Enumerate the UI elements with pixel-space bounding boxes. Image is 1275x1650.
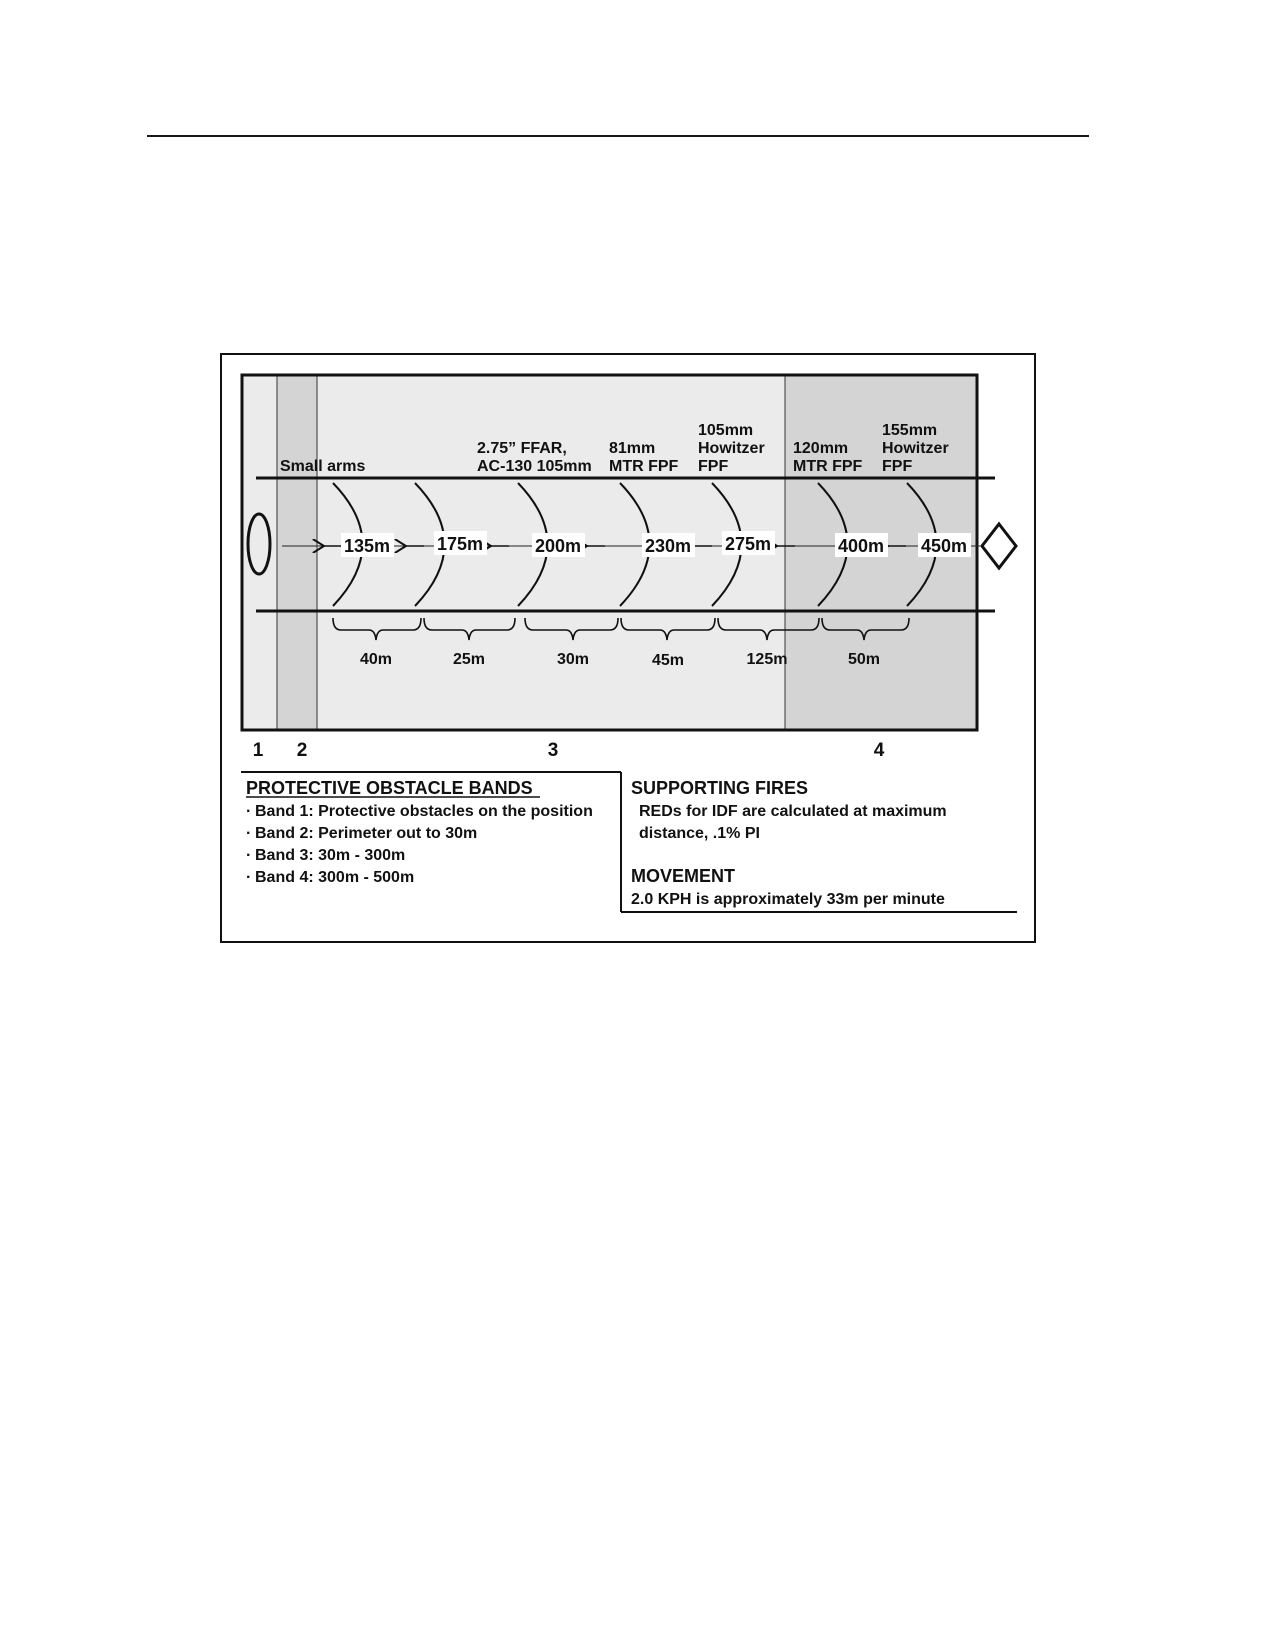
svg-text:450m: 450m xyxy=(921,536,967,556)
caption-line: FPF xyxy=(882,458,912,475)
legend-fires-line: distance, .1% PI xyxy=(639,825,760,842)
bands-border xyxy=(240,373,979,732)
caption-line: AC-130 105mm xyxy=(477,458,592,475)
distance-label: 400m xyxy=(835,533,888,557)
gap-brace xyxy=(332,617,422,641)
caption-line: 105mm xyxy=(698,422,753,439)
band-number: 4 xyxy=(874,740,885,761)
legend-fires-line: REDs for IDF are calculated at maximum xyxy=(639,803,947,820)
legend-fires-title: SUPPORTING FIRES xyxy=(631,778,808,798)
caption-line: 120mm xyxy=(793,440,848,457)
legend-movement: MOVEMENT 2.0 KPH is approximately 33m pe… xyxy=(631,866,945,908)
svg-text:135m: 135m xyxy=(344,536,390,556)
band-number: 3 xyxy=(548,740,559,761)
caption-line: Small arms xyxy=(280,458,365,475)
legend-item-text: Band 3: 30m - 300m xyxy=(255,847,405,864)
distance-label: 135m xyxy=(341,533,394,557)
band-2-area xyxy=(277,375,317,730)
svg-text:400m: 400m xyxy=(838,536,884,556)
legend-item: · xyxy=(246,803,251,820)
legend-item: · xyxy=(246,847,251,864)
svg-text:275m: 275m xyxy=(725,534,771,554)
gap-label: 125m xyxy=(747,651,788,668)
caption-small-arms: Small arms xyxy=(280,458,365,475)
legend-item: · xyxy=(246,825,251,842)
caption-line: 2.75” FFAR, xyxy=(477,440,567,457)
caption-81mm: 81mm MTR FPF xyxy=(609,440,679,475)
legend-movement-title: MOVEMENT xyxy=(631,866,735,886)
gap-brace xyxy=(717,617,820,641)
legend-movement-text: 2.0 KPH is approximately 33m per minute xyxy=(631,891,945,908)
legend-item-text: Band 2: Perimeter out to 30m xyxy=(255,825,477,842)
legend-item-text: Band 4: 300m - 500m xyxy=(255,869,414,886)
caption-line: FPF xyxy=(698,458,728,475)
gap-brace xyxy=(524,617,619,641)
gap-label: 50m xyxy=(848,651,880,668)
caption-line: Howitzer xyxy=(698,440,765,457)
caption-155mm: 155mm Howitzer FPF xyxy=(882,422,949,475)
caption-line: MTR FPF xyxy=(609,458,679,475)
legend-obstacles-title: PROTECTIVE OBSTACLE BANDS xyxy=(246,778,533,798)
caption-105mm: 105mm Howitzer FPF xyxy=(698,422,765,475)
legend-obstacle-bands: PROTECTIVE OBSTACLE BANDS · Band 1: Prot… xyxy=(246,778,593,886)
caption-line: 81mm xyxy=(609,440,655,457)
header-rule xyxy=(147,135,1089,137)
legend-item: · xyxy=(246,869,251,886)
distance-label: 230m xyxy=(642,533,695,557)
caption-line: MTR FPF xyxy=(793,458,863,475)
distance-label: 450m xyxy=(918,533,971,557)
caption-ffar: 2.75” FFAR, AC-130 105mm xyxy=(477,440,592,475)
gap-label: 25m xyxy=(453,651,485,668)
ellipse-icon xyxy=(246,512,272,576)
gap-brace xyxy=(821,617,910,641)
gap-label: 45m xyxy=(652,652,684,669)
distance-label: 200m xyxy=(532,533,585,557)
caption-line: Howitzer xyxy=(882,440,949,457)
diamond-icon xyxy=(980,521,1018,571)
band-number: 1 xyxy=(253,740,264,761)
band-number: 2 xyxy=(297,740,308,761)
svg-text:200m: 200m xyxy=(535,536,581,556)
caption-120mm: 120mm MTR FPF xyxy=(793,440,863,475)
legend-supporting-fires: SUPPORTING FIRES REDs for IDF are calcul… xyxy=(631,778,947,842)
gap-brace xyxy=(423,617,516,641)
distance-label: 275m xyxy=(722,531,775,555)
legend-item-text: Band 1: Protective obstacles on the posi… xyxy=(255,803,593,820)
gap-label: 30m xyxy=(557,651,589,668)
gap-brace xyxy=(620,617,716,641)
distance-label: 175m xyxy=(434,531,487,555)
caption-line: 155mm xyxy=(882,422,937,439)
figure-frame xyxy=(220,353,1036,943)
svg-text:175m: 175m xyxy=(437,534,483,554)
gap-label: 40m xyxy=(360,651,392,668)
svg-text:230m: 230m xyxy=(645,536,691,556)
